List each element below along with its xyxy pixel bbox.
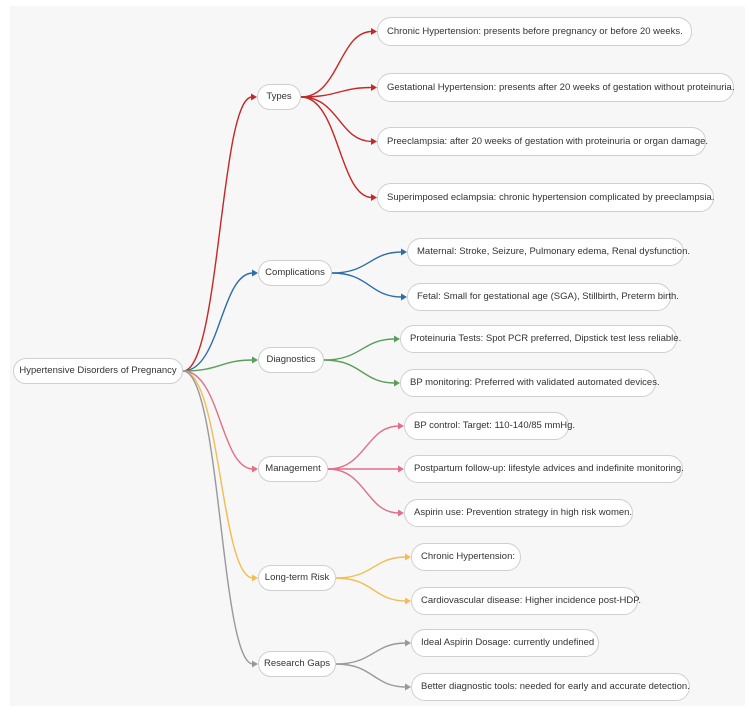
leaf-node[interactable]: Ideal Aspirin Dosage: currently undefine… [411,629,599,657]
root-node[interactable]: Hypertensive Disorders of Pregnancy [13,358,183,384]
leaf-node[interactable]: Preeclampsia: after 20 weeks of gestatio… [377,127,708,156]
leaf-node[interactable]: Superimposed eclampsia: chronic hyperten… [377,183,714,212]
leaf-node[interactable]: BP control: Target: 110-140/85 mmHg. [404,412,575,440]
leaf-node[interactable]: Postpartum follow-up: lifestyle advices … [404,455,684,483]
leaf-node[interactable]: Proteinuria Tests: Spot PCR preferred, D… [400,325,681,353]
branch-node-research-gaps[interactable]: Research Gaps [258,651,336,677]
leaf-node[interactable]: Fetal: Small for gestational age (SGA), … [407,283,679,311]
leaf-node[interactable]: Better diagnostic tools: needed for earl… [411,673,690,701]
leaf-node[interactable]: Chronic Hypertension: [411,543,521,571]
leaf-node[interactable]: BP monitoring: Preferred with validated … [400,369,660,397]
leaf-node[interactable]: Cardiovascular disease: Higher incidence… [411,587,641,615]
branch-node-diagnostics[interactable]: Diagnostics [258,347,324,373]
branch-node-types[interactable]: Types [257,84,301,110]
leaf-node[interactable]: Chronic Hypertension: presents before pr… [377,17,692,46]
leaf-node[interactable]: Maternal: Stroke, Seizure, Pulmonary ede… [407,238,690,266]
branch-node-management[interactable]: Management [258,456,328,482]
leaf-node[interactable]: Gestational Hypertension: presents after… [377,73,734,102]
branch-node-complications[interactable]: Complications [258,260,332,286]
leaf-node[interactable]: Aspirin use: Prevention strategy in high… [404,499,633,527]
branch-node-long-term-risk[interactable]: Long-term Risk [258,565,336,591]
